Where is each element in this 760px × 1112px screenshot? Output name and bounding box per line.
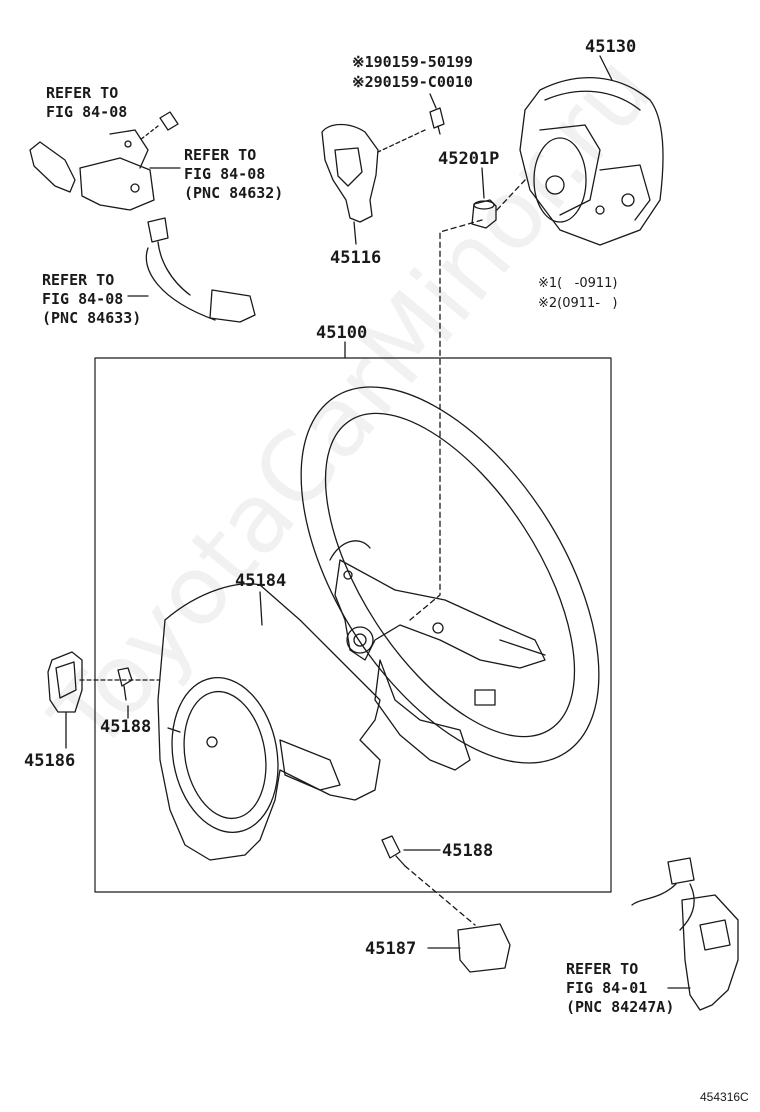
dashed-ref1 (139, 125, 159, 141)
collar-45201p (471, 199, 497, 229)
dashed-center (409, 219, 483, 621)
dashed-45187 (404, 865, 476, 926)
ref4-line2: FIG 84-01 (566, 979, 648, 997)
stud-45188 (167, 727, 181, 733)
label-45187: 45187 (365, 939, 417, 959)
side-cover-45186 (47, 651, 83, 713)
steering-switch-lower-right (631, 857, 739, 1011)
ref4-line3: (PNC 84247A) (566, 998, 675, 1016)
ref1-line2: FIG 84-08 (46, 103, 128, 121)
ref2-line3: (PNC 84632) (184, 184, 284, 202)
note-variant-2: ※2(0911- ) (538, 296, 618, 311)
label-45100: 45100 (316, 323, 368, 343)
lower-cover-45184 (157, 583, 381, 861)
note-variant-1: ※1( -0911) (538, 276, 618, 291)
ref4-line1: REFER TO (566, 960, 639, 978)
leader-45201p (481, 167, 485, 199)
label-45188-lower: 45188 (442, 841, 494, 861)
ref3-line1: REFER TO (42, 271, 115, 289)
airbag-module-45130 (519, 77, 664, 246)
bolt-variants (429, 107, 445, 135)
label-45188-left: 45188 (100, 717, 152, 737)
dashed-bolt (377, 129, 426, 153)
label-bolt-variant-1: ※190159-50199 (352, 53, 473, 71)
dashed-airbag (494, 179, 526, 213)
ref3-line2: FIG 84-08 (42, 290, 124, 308)
leader-45130 (599, 55, 613, 81)
leader-45116 (353, 221, 357, 245)
label-45130: 45130 (585, 37, 637, 57)
label-45116: 45116 (330, 248, 382, 268)
steering-wheel (300, 386, 600, 771)
screw-45188-lower (381, 835, 406, 867)
ref2-line2: FIG 84-08 (184, 165, 266, 183)
wire-harness-left (145, 217, 256, 323)
label-45184: 45184 (235, 571, 287, 591)
label-45201p: 45201P (438, 149, 500, 169)
ref3-line3: (PNC 84633) (42, 309, 142, 327)
ref1-line1: REFER TO (46, 84, 119, 102)
label-45186: 45186 (24, 751, 76, 771)
leader-45184 (259, 591, 263, 626)
ref2-line1: REFER TO (184, 146, 257, 164)
pad-45116 (321, 123, 379, 223)
leader-bolt (429, 93, 437, 109)
assembly-frame (94, 357, 612, 893)
figure-id: 454316C (700, 1090, 749, 1104)
switch-assembly-upper (29, 129, 155, 211)
screw-45188-left (117, 667, 133, 701)
label-bolt-variant-2: ※290159-C0010 (352, 73, 473, 91)
bolt-small-ref1 (159, 111, 179, 131)
cap-45187 (457, 923, 511, 973)
